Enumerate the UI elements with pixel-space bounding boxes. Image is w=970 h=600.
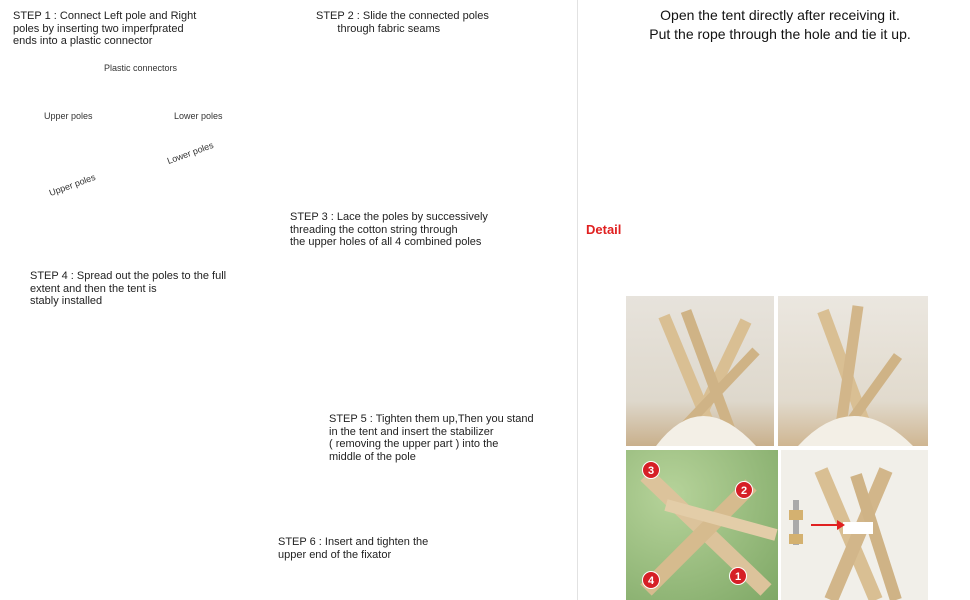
- header-line2: Put the rope through the hole and tie it…: [649, 26, 911, 42]
- photo-poles-numbered: 3 2 4 1: [626, 450, 778, 600]
- step5-text: STEP 5 : Tighten them up,Then you stand …: [329, 413, 534, 463]
- label-upper-poles: Upper poles: [44, 111, 93, 121]
- step4-text: STEP 4 : Spread out the poles to the ful…: [30, 270, 227, 307]
- step3-text: STEP 3 : Lace the poles by successively …: [290, 211, 488, 248]
- step2-text: STEP 2 : Slide the connected poles throu…: [316, 10, 489, 35]
- label-upper-poles-diagram: Upper poles: [47, 172, 97, 198]
- step1-text: STEP 1 : Connect Left pole and Right pol…: [13, 10, 197, 47]
- photo-poles-side: [778, 296, 928, 446]
- photo-poles-front: [626, 296, 774, 446]
- label-plastic-connectors: Plastic connectors: [104, 63, 178, 73]
- detail-label: Detail: [586, 222, 622, 237]
- number-badge-2: 2: [735, 481, 753, 499]
- panel-divider: [577, 0, 578, 600]
- number-badge-4: 4: [642, 571, 660, 589]
- header-line1: Open the tent directly after receiving i…: [660, 7, 900, 23]
- number-badge-3: 3: [642, 461, 660, 479]
- number-badge-1: 1: [729, 567, 747, 585]
- label-lower-poles: Lower poles: [174, 111, 223, 121]
- right-header: Open the tent directly after receiving i…: [600, 6, 960, 44]
- photo-stabilizer: [781, 450, 928, 600]
- step6-text: STEP 6 : Insert and tighten the upper en…: [278, 536, 429, 561]
